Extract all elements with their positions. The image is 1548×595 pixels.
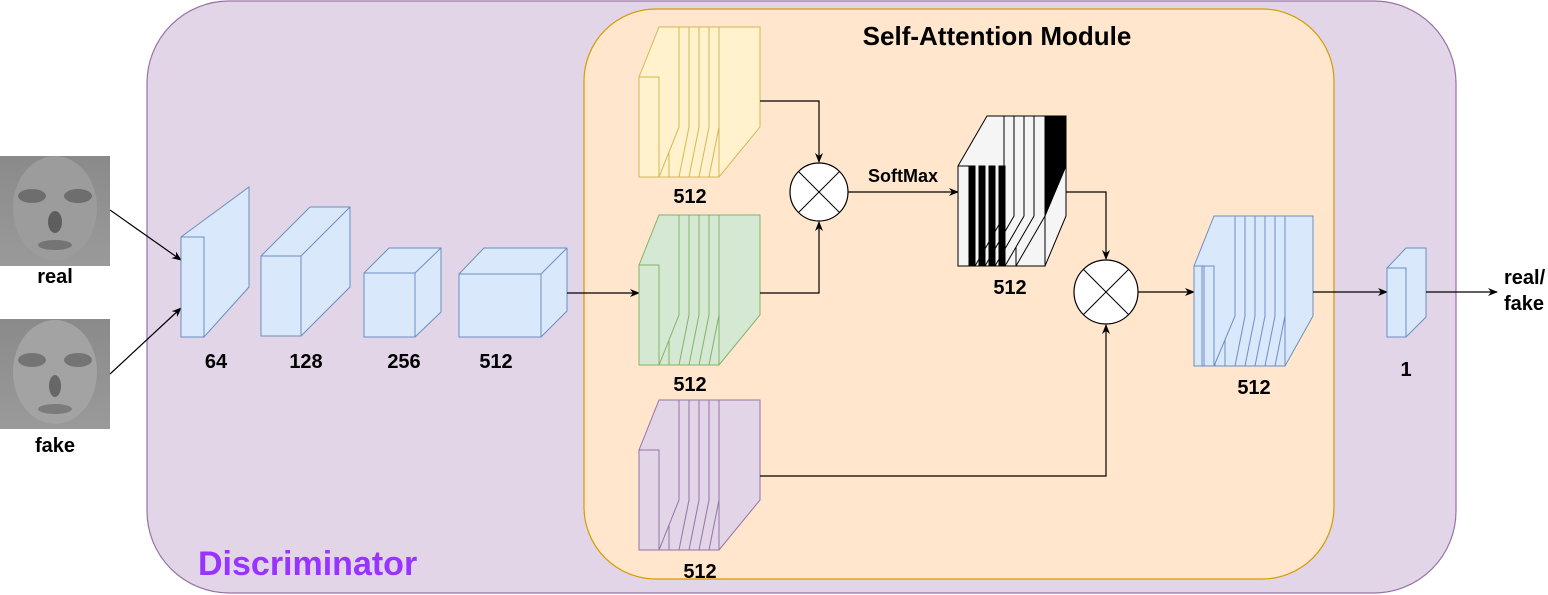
real-face-image — [0, 156, 110, 266]
real-input-label: real — [37, 266, 73, 288]
matmul-node-2 — [1073, 259, 1139, 325]
self-attention-module-container — [583, 8, 1335, 580]
value-to-matmul-arrow — [760, 324, 1110, 477]
fake-face-image — [0, 319, 110, 429]
output-label-fake: fake — [1504, 293, 1544, 315]
query-to-matmul-arrow — [760, 100, 823, 163]
encoder-label-256: 256 — [387, 351, 420, 373]
output-label-real: real/ — [1504, 267, 1546, 289]
key-feature-stack — [638, 214, 761, 366]
encoder-label-512: 512 — [479, 351, 512, 373]
attention-output-label: 512 — [1237, 377, 1270, 399]
encoder-block-128 — [260, 206, 351, 337]
encoder-block-64 — [180, 186, 250, 339]
module-title: Self-Attention Module — [863, 21, 1132, 51]
attention-output-stack — [1193, 215, 1314, 367]
encoder-label-128: 128 — [289, 351, 322, 373]
softmax-label: SoftMax — [868, 166, 938, 186]
key-to-matmul-arrow — [760, 221, 823, 294]
attention-map-label: 512 — [993, 277, 1026, 299]
query-label: 512 — [673, 186, 706, 208]
attention-map-stack — [957, 115, 1067, 267]
final-output-label: 1 — [1400, 359, 1411, 381]
attention-map-to-matmul-arrow — [1066, 191, 1110, 260]
matmul-node-1 — [789, 162, 849, 222]
value-label: 512 — [683, 561, 716, 583]
final-output-block — [1386, 247, 1427, 338]
query-feature-stack — [638, 26, 761, 178]
encoder-label-64: 64 — [205, 351, 228, 373]
fake-input-arrow — [109, 307, 182, 375]
encoder-block-512 — [458, 247, 568, 338]
key-label: 512 — [673, 374, 706, 396]
discriminator-label: Discriminator — [198, 545, 417, 583]
real-input-arrow — [109, 209, 182, 261]
value-feature-stack — [638, 399, 761, 551]
fake-input-label: fake — [35, 435, 75, 457]
encoder-block-256 — [363, 247, 442, 338]
